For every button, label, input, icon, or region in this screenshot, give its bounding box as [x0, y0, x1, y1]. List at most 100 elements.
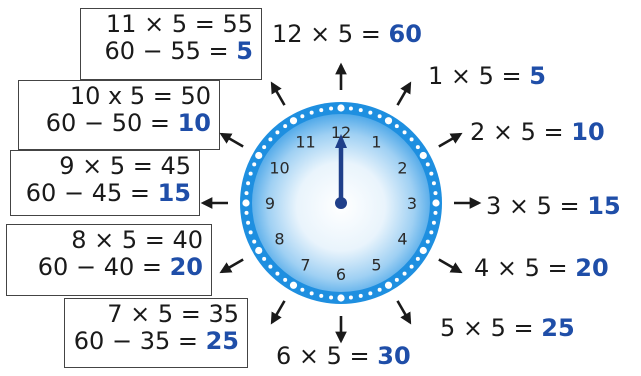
- minute-dot: [300, 114, 305, 119]
- minute-dot: [289, 117, 298, 125]
- sub-line: 60 − 45 = 15: [25, 179, 191, 207]
- minute-dot: [275, 130, 280, 135]
- minute-dot: [394, 277, 399, 282]
- arrow: [219, 132, 244, 148]
- minute-dot: [425, 162, 430, 167]
- box-9: 9 × 5 = 45 60 − 45 = 15: [10, 150, 200, 216]
- clock-number: 10: [269, 159, 289, 178]
- minute-dot: [329, 106, 334, 111]
- mult-line: 10 x 5 = 50: [69, 82, 211, 110]
- minute-dot: [248, 171, 253, 176]
- minute-dot: [348, 106, 353, 111]
- clock-number: 12: [331, 123, 351, 142]
- minute-dot: [252, 162, 257, 167]
- minute-dot: [384, 281, 393, 289]
- minute-dot: [415, 256, 420, 261]
- arrow: [438, 132, 463, 148]
- minute-dot: [377, 287, 382, 292]
- minute-dot: [433, 191, 438, 196]
- minute-dot: [255, 246, 263, 255]
- answer: 20: [169, 253, 203, 281]
- minute-dot: [252, 239, 257, 244]
- minute-dot: [419, 151, 427, 160]
- minute-dot: [248, 230, 253, 235]
- clock-number: 5: [371, 255, 381, 274]
- label-5: 5 × 5 = 25: [440, 314, 575, 342]
- minute-dot: [368, 291, 373, 296]
- minute-dot: [244, 210, 249, 215]
- clock-hand-tip: [335, 134, 347, 148]
- minute-dot: [309, 110, 314, 115]
- minute-dot: [283, 277, 288, 282]
- minute-dot: [268, 264, 273, 269]
- minute-dots: [242, 104, 440, 302]
- label-2: 2 × 5 = 10: [470, 118, 605, 146]
- label-6: 6 × 5 = 30: [276, 342, 411, 370]
- mult-line: 11 × 5 = 55: [105, 10, 253, 38]
- mult-line: 7 × 5 = 35: [107, 300, 239, 328]
- minute-dot: [268, 137, 273, 142]
- answer: 15: [157, 179, 191, 207]
- box-10: 10 x 5 = 50 60 − 50 = 10: [18, 80, 220, 150]
- arrow: [270, 300, 286, 325]
- clock-number: 6: [336, 265, 346, 284]
- sub-line: 60 − 35 = 25: [73, 327, 239, 355]
- minute-dot: [337, 294, 345, 302]
- clock-number: 3: [407, 194, 417, 213]
- minute-dot: [309, 291, 314, 296]
- minute-dot: [415, 145, 420, 150]
- label-1: 1 × 5 = 5: [428, 62, 546, 90]
- label-3: 3 × 5 = 15: [486, 192, 621, 220]
- minute-dot: [409, 137, 414, 142]
- sub-line: 60 − 40 = 20: [37, 253, 203, 281]
- minute-dot: [433, 210, 438, 215]
- minute-dot: [394, 124, 399, 129]
- arrows-group: [200, 62, 482, 344]
- clock-number: 7: [300, 255, 310, 274]
- minute-dot: [262, 256, 267, 261]
- minute-dot: [246, 181, 251, 186]
- minute-dot: [242, 199, 250, 207]
- minute-dot: [319, 293, 324, 298]
- answer: 25: [205, 327, 239, 355]
- minute-dot: [255, 151, 263, 160]
- arrow: [396, 300, 412, 325]
- label-4: 4 × 5 = 20: [474, 254, 609, 282]
- minute-dot: [409, 264, 414, 269]
- minute-dot: [246, 220, 251, 225]
- minute-dot: [425, 239, 430, 244]
- minute-dot: [432, 199, 440, 207]
- minute-dot: [244, 191, 249, 196]
- clock-number: 8: [274, 230, 284, 249]
- minute-dot: [384, 117, 393, 125]
- minute-dot: [337, 104, 345, 112]
- arrow: [270, 81, 286, 106]
- arrow: [438, 258, 463, 274]
- box-7: 7 × 5 = 35 60 − 35 = 25: [64, 298, 248, 368]
- box-8: 8 × 5 = 40 60 − 40 = 20: [6, 224, 212, 296]
- arrow: [219, 258, 244, 274]
- clock-number: 9: [265, 194, 275, 213]
- minute-dot: [348, 295, 353, 300]
- arrow: [396, 81, 412, 106]
- minute-dot: [429, 171, 434, 176]
- sub-line: 60 − 50 = 10: [45, 109, 211, 137]
- minute-dot: [431, 181, 436, 186]
- minute-dot: [283, 124, 288, 129]
- minute-dot: [275, 271, 280, 276]
- answer: 10: [177, 109, 211, 137]
- minute-dot: [419, 246, 427, 255]
- clock-number: 4: [397, 230, 407, 249]
- mult-line: 8 × 5 = 40: [71, 226, 203, 254]
- clock-number: 11: [295, 133, 315, 152]
- answer: 5: [236, 37, 253, 65]
- minute-dot: [262, 145, 267, 150]
- minute-dot: [329, 295, 334, 300]
- minute-dot: [431, 220, 436, 225]
- minute-dot: [319, 108, 324, 113]
- box-11: 11 × 5 = 55 60 − 55 = 5: [80, 8, 262, 80]
- label-12: 12 × 5 = 60: [272, 20, 422, 48]
